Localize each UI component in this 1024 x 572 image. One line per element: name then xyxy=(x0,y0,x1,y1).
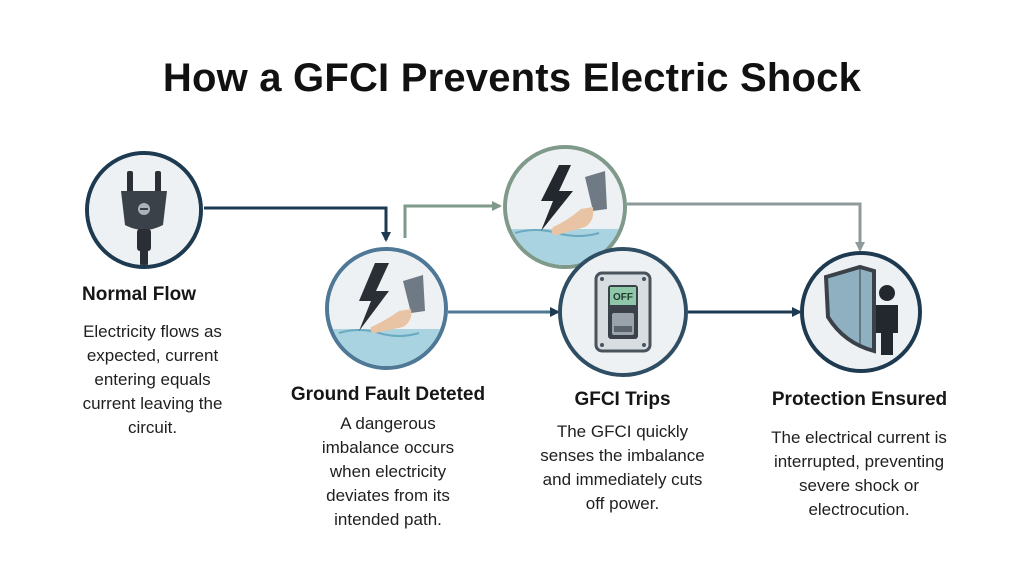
step-ground-fault-heading: Ground Fault Deteted xyxy=(290,384,486,405)
description-line: entering equals xyxy=(94,370,211,389)
gfci-node: OFF xyxy=(558,247,688,377)
description-line: The electrical current is xyxy=(771,428,947,447)
arrow-fault-to-scene xyxy=(403,201,502,238)
description-line: and immediately cuts xyxy=(542,470,703,489)
description-line: A dangerous xyxy=(340,414,436,433)
plug-node xyxy=(85,151,203,269)
step-normal-flow-description: Electricity flows as expected, current e… xyxy=(60,320,245,440)
description-line: severe shock or xyxy=(799,476,919,495)
description-line: electrocution. xyxy=(808,500,910,519)
step-ground-fault-description: A dangerous imbalance occurs when electr… xyxy=(298,412,478,532)
description-line: interrupted, preventing xyxy=(773,452,945,471)
description-line: current leaving the xyxy=(82,394,223,413)
step-gfci-trips-description: The GFCI quickly senses the imbalance an… xyxy=(520,420,725,516)
ground-fault-node xyxy=(325,247,448,370)
description-line: expected, current xyxy=(86,346,219,365)
foot-in-water-shock-icon xyxy=(329,251,444,366)
description-line: senses the imbalance xyxy=(540,446,705,465)
protection-node xyxy=(800,251,922,373)
step-gfci-trips-heading: GFCI Trips xyxy=(574,389,671,410)
description-line: Electricity flows as xyxy=(83,322,222,341)
description-line: off power. xyxy=(585,494,660,513)
step-protection-description: The electrical current is interrupted, p… xyxy=(740,426,978,522)
plug-icon xyxy=(89,155,199,265)
shield-person-icon xyxy=(804,255,918,369)
page-title: How a GFCI Prevents Electric Shock xyxy=(162,56,862,100)
gfci-switch-icon: OFF xyxy=(562,251,684,373)
step-protection-heading: Protection Ensured xyxy=(771,389,948,410)
arrow-scene-to-protection xyxy=(627,202,865,252)
step-normal-flow-heading: Normal Flow xyxy=(82,284,197,305)
description-line: deviates from its xyxy=(326,486,450,505)
arrow-normal-to-fault xyxy=(204,206,391,242)
description-line: imbalance occurs xyxy=(321,438,455,457)
description-line: when electricity xyxy=(329,462,447,481)
description-line: The GFCI quickly xyxy=(556,422,689,441)
lightning-foot-water-icon xyxy=(507,149,623,265)
description-line: circuit. xyxy=(127,418,178,437)
description-line: intended path. xyxy=(334,510,442,529)
switch-off-label: OFF xyxy=(613,292,633,303)
